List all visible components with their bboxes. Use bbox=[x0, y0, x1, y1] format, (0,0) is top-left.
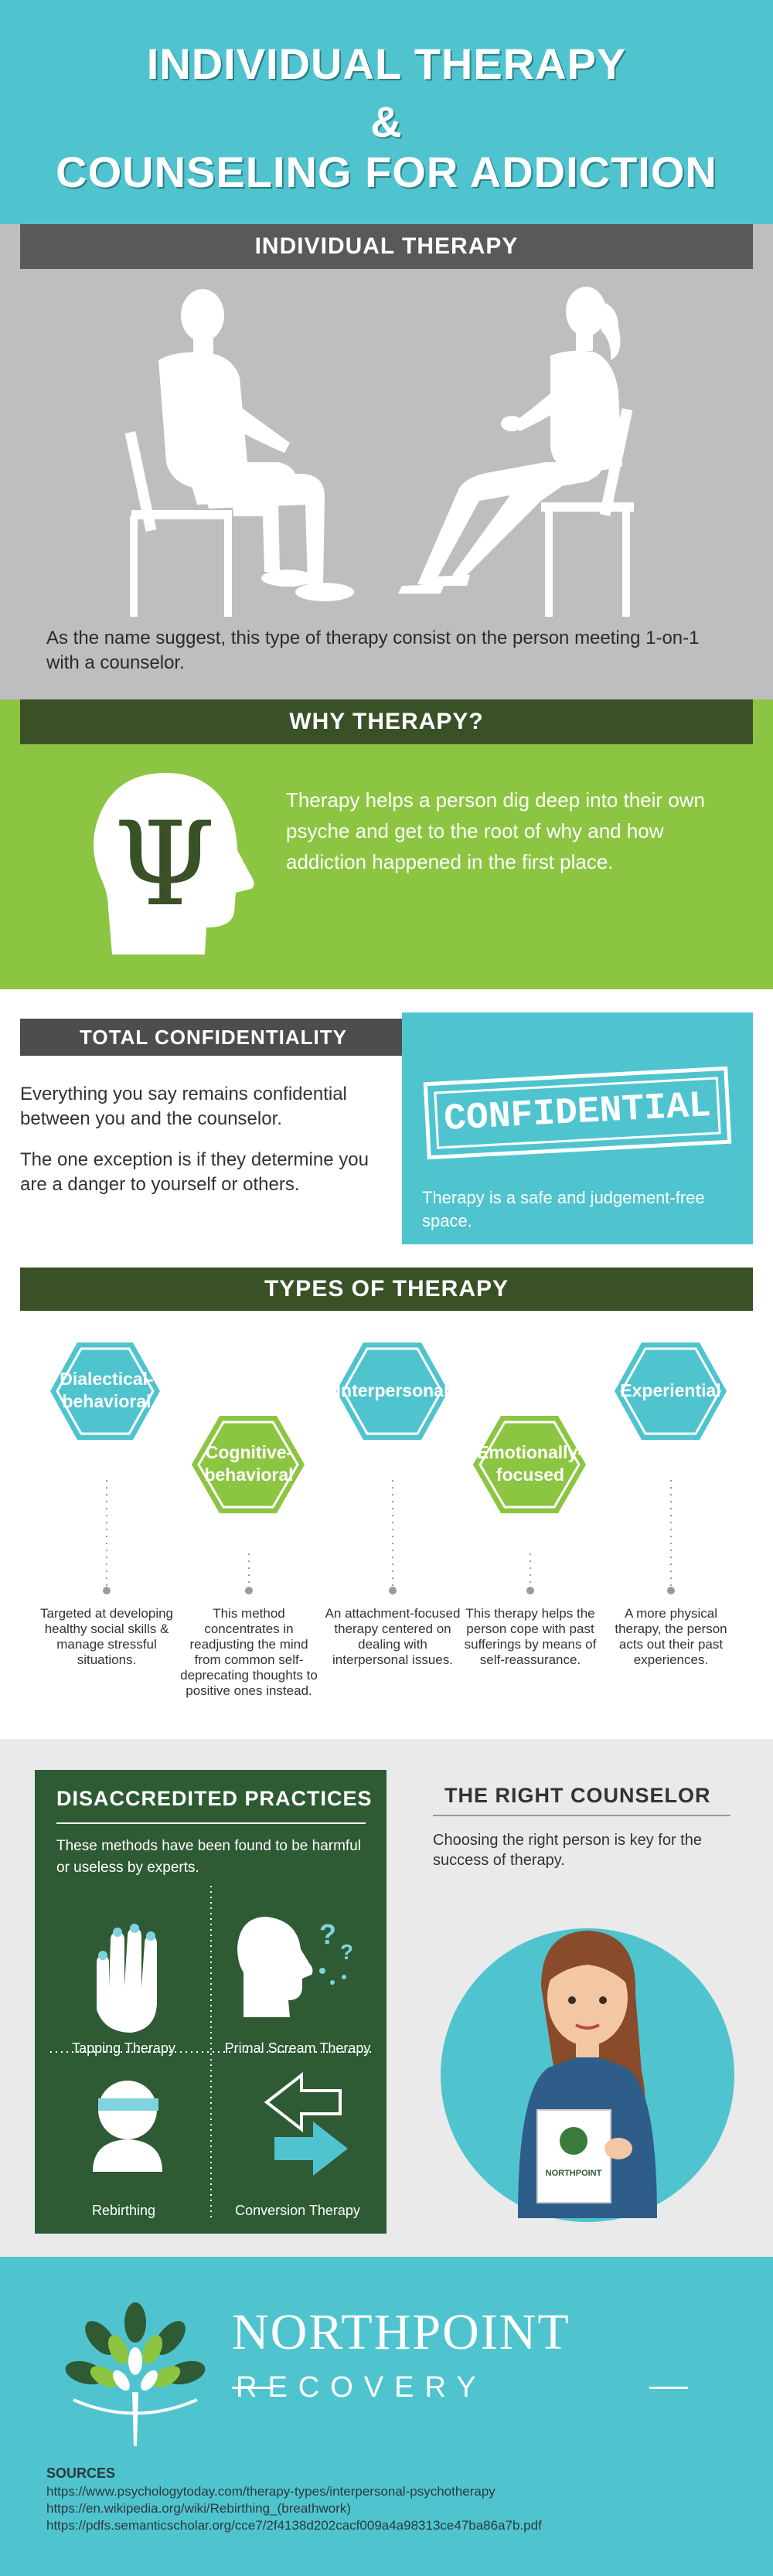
question-mark-glyph: ? bbox=[319, 1918, 336, 1950]
types-of-therapy-heading: TYPES OF THERAPY bbox=[20, 1268, 753, 1311]
confidential-panel: CONFIDENTIAL Therapy is a safe and judge… bbox=[402, 1012, 753, 1244]
type-desc-dialectical: Targeted at developing healthy social sk… bbox=[39, 1606, 174, 1667]
type-label-interpersonal: Interpersonal bbox=[335, 1380, 449, 1400]
why-therapy-text: Therapy helps a person dig deep into the… bbox=[286, 788, 706, 873]
why-therapy-section: WHY THERAPY? Ψ Therapy helps a person di… bbox=[0, 699, 773, 989]
screaming-head-icon: ? ? bbox=[237, 1917, 353, 2017]
footer: NORTHPOINT RECOVERY SOURCES https://www.… bbox=[0, 2257, 773, 2576]
head-silhouette-icon: Ψ bbox=[94, 773, 254, 955]
blindfolded-head-icon bbox=[93, 2081, 162, 2172]
source-link-1[interactable]: https://www.psychologytoday.com/therapy-… bbox=[46, 2484, 495, 2499]
book-label: NORTHPOINT bbox=[546, 2169, 602, 2178]
practice-label-conversion: Conversion Therapy bbox=[235, 2203, 360, 2218]
face-icon bbox=[547, 1950, 628, 2046]
practice-label-tapping: Tapping Therapy bbox=[72, 2040, 175, 2056]
type-desc-emotionally: This therapy helps the person cope with … bbox=[464, 1606, 597, 1667]
type-label-cognitive: Cognitive-behavioral bbox=[204, 1442, 294, 1485]
discredited-divider bbox=[56, 1822, 366, 1824]
type-label-dialectical: Dialectical-behavioral bbox=[60, 1369, 154, 1411]
individual-therapy-heading: INDIVIDUAL THERAPY bbox=[20, 224, 753, 269]
practice-label-rebirthing: Rebirthing bbox=[91, 2203, 156, 2218]
confidentiality-paragraph-2: The one exception is if they determine y… bbox=[20, 1149, 369, 1195]
therapy-hexagons bbox=[50, 1342, 727, 1594]
svg-text:?: ? bbox=[340, 1940, 353, 1964]
type-desc-interpersonal: An attachment-focused therapy centered o… bbox=[325, 1606, 461, 1667]
right-counselor-heading: THE RIGHT COUNSELOR bbox=[444, 1784, 711, 1807]
hexagon-emotionally bbox=[473, 1416, 586, 1513]
individual-therapy-description: As the name suggest, this type of therap… bbox=[46, 628, 700, 673]
confidentiality-section: TOTAL CONFIDENTIALITY Everything you say… bbox=[0, 989, 773, 1268]
type-label-experiential: Experiential bbox=[620, 1380, 721, 1400]
book-icon bbox=[536, 2109, 611, 2203]
right-counselor-text: Choosing the right person is key for the… bbox=[433, 1832, 702, 1869]
counselor-illustration: NORTHPOINT bbox=[441, 1928, 734, 2222]
conversion-arrows-icon bbox=[264, 2071, 348, 2176]
header: INDIVIDUAL THERAPY & COUNSELING FOR ADDI… bbox=[0, 0, 773, 224]
type-desc-cognitive: This method concentrates in readjusting … bbox=[180, 1606, 318, 1698]
discredited-practices-panel: DISACCREDITED PRACTICES These methods ha… bbox=[35, 1770, 386, 2234]
types-of-therapy-section: TYPES OF THERAPY bbox=[0, 1268, 773, 1739]
source-link-3[interactable]: https://pdfs.semanticscholar.org/cce7/2f… bbox=[46, 2518, 542, 2533]
confidentiality-heading: TOTAL CONFIDENTIALITY bbox=[20, 1019, 407, 1056]
title-ampersand: & bbox=[370, 97, 403, 146]
discredited-grid: ? ? bbox=[50, 1886, 371, 2218]
title-line-1: INDIVIDUAL THERAPY bbox=[146, 39, 627, 88]
hexagon-interpersonal bbox=[336, 1342, 448, 1440]
woman-silhouette-icon bbox=[398, 287, 634, 617]
confidential-stamp-text: CONFIDENTIAL bbox=[434, 1077, 721, 1149]
individual-therapy-section: INDIVIDUAL THERAPY bbox=[0, 224, 773, 699]
tapping-hand-icon bbox=[97, 1924, 157, 2033]
type-desc-experiential: A more physical therapy, the person acts… bbox=[615, 1606, 727, 1667]
counselor-divider bbox=[433, 1815, 730, 1816]
brand-rule-right bbox=[649, 2387, 688, 2389]
confidentiality-paragraph-1: Everything you say remains confidential … bbox=[20, 1084, 347, 1129]
type-label-emotionally: Emotionally-focused bbox=[476, 1442, 584, 1485]
practices-and-counselor-section: DISACCREDITED PRACTICES These methods ha… bbox=[0, 1739, 773, 2257]
man-silhouette-icon bbox=[124, 289, 354, 617]
hexagon-experiential bbox=[615, 1342, 727, 1440]
brand-rule-left bbox=[232, 2387, 271, 2389]
why-therapy-heading: WHY THERAPY? bbox=[20, 699, 753, 744]
practice-label-primal-scream: Primal Scream Therapy bbox=[224, 2040, 371, 2056]
hexagon-dialectical bbox=[50, 1342, 160, 1440]
confidential-side-text: Therapy is a safe and judgement-free spa… bbox=[422, 1188, 705, 1230]
brand-subtitle: RECOVERY bbox=[236, 2371, 487, 2404]
source-link-2[interactable]: https://en.wikipedia.org/wiki/Rebirthing… bbox=[46, 2501, 352, 2516]
confidential-stamp: CONFIDENTIAL bbox=[423, 1066, 732, 1160]
title-line-2: COUNSELING FOR ADDICTION bbox=[56, 148, 717, 196]
psi-symbol: Ψ bbox=[114, 798, 216, 932]
discredited-subtitle: These methods have been found to be harm… bbox=[56, 1838, 361, 1876]
brand-name: NORTHPOINT bbox=[232, 2304, 570, 2360]
discredited-heading: DISACCREDITED PRACTICES bbox=[56, 1787, 373, 1810]
northpoint-tree-logo-icon bbox=[65, 2302, 206, 2446]
counseling-session-illustration bbox=[124, 287, 634, 617]
sources-heading: SOURCES bbox=[46, 2465, 116, 2481]
hexagon-cognitive bbox=[192, 1416, 305, 1513]
